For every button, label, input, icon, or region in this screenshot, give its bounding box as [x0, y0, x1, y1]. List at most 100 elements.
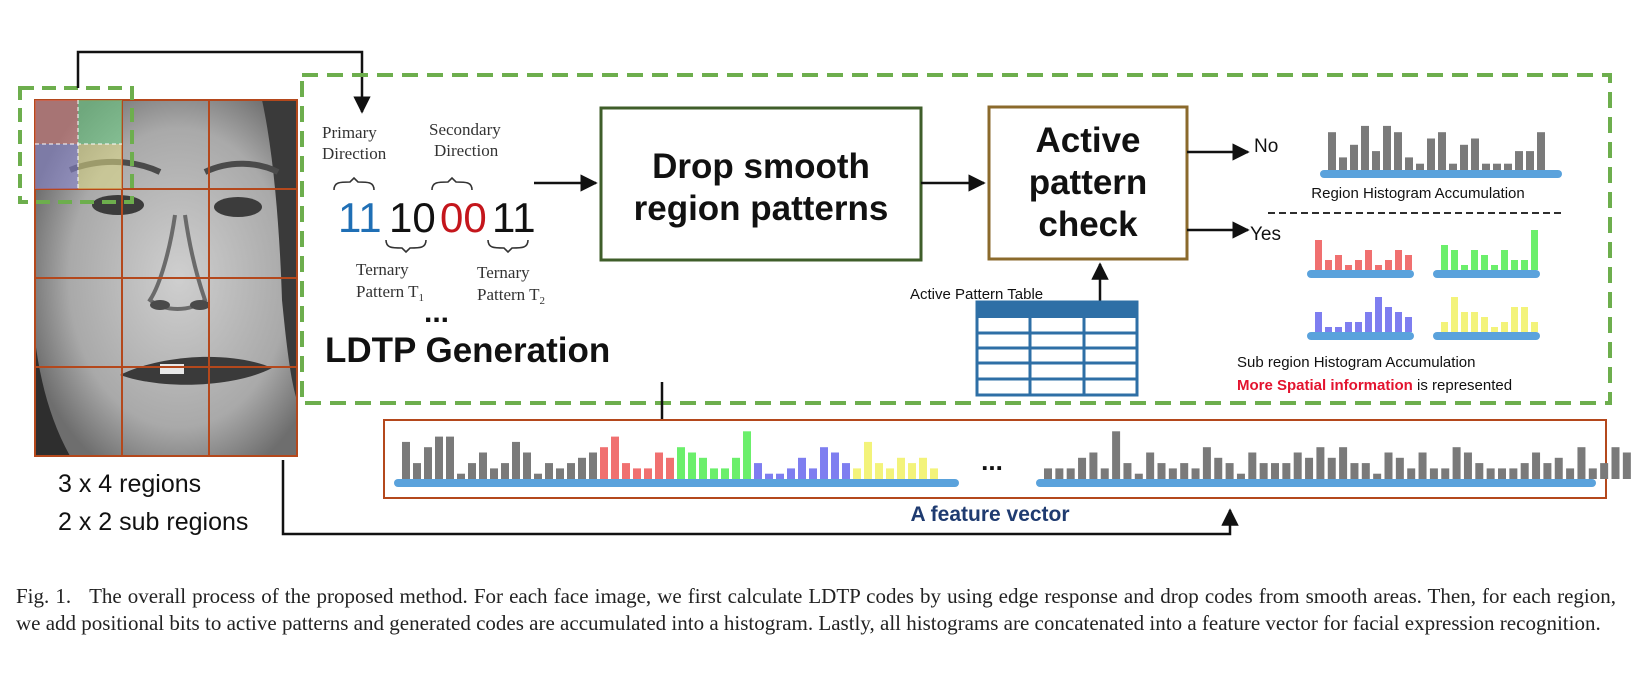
- feature-vector-segment-1-bar-10: [512, 441, 520, 479]
- ldtp-title: LDTP Generation: [325, 331, 610, 370]
- ternary-pattern-1-subscript: 1: [418, 292, 424, 304]
- region-histogram-bar-5: [1383, 125, 1391, 170]
- sub-histogram-4-bar-7: [1511, 307, 1518, 332]
- region-histogram-bar-13: [1471, 138, 1479, 170]
- region-histogram-bar-6: [1394, 132, 1402, 170]
- region-histogram-bar-19: [1537, 132, 1545, 170]
- feature-vector-segment-2-bar-41: [1509, 468, 1518, 479]
- sub-histogram-3-bar-9: [1405, 317, 1412, 332]
- feature-vector-segment-2-bar-7: [1123, 463, 1132, 479]
- spatial-note: More Spatial information is represented: [1237, 377, 1512, 394]
- caption-text: The overall process of the proposed meth…: [16, 584, 1616, 635]
- region-histogram-label: Region Histogram Accumulation: [1311, 185, 1524, 202]
- sub-histogram-2-bar-9: [1531, 230, 1538, 270]
- feature-vector-segment-1-bar-37: [809, 468, 817, 479]
- feature-vector-segment-2-bar-34: [1429, 468, 1438, 479]
- sub-histogram-4-bar-2: [1461, 312, 1468, 332]
- region-histogram-bar-15: [1493, 163, 1501, 170]
- feature-vector-segment-2-bar-38: [1475, 463, 1484, 479]
- region-histogram-bar-10: [1438, 132, 1446, 170]
- feature-vector-segment-2-bar-42: [1520, 463, 1529, 479]
- secondary-direction-label-1: Secondary: [429, 120, 501, 139]
- feature-vector-segment-2-bar-15: [1214, 457, 1223, 479]
- ternary-pattern-2-subscript: 2: [539, 295, 545, 307]
- feature-vector-segment-1-bar-39: [831, 452, 839, 479]
- region-histogram-bar-3: [1361, 125, 1369, 170]
- feature-vector-segment-2-bar-33: [1418, 452, 1427, 479]
- sub-region-dashed-box: [18, 86, 134, 204]
- ternary-pattern-2-line1: Ternary: [477, 263, 530, 282]
- feature-vector-segment-1-bar-8: [490, 468, 498, 479]
- sub-histogram-1-bar-4: [1355, 260, 1362, 270]
- region-histogram-bar-17: [1515, 151, 1523, 170]
- feature-vector-label: A feature vector: [910, 503, 1069, 526]
- feature-vector-segment-2-bar-6: [1112, 431, 1121, 479]
- sub-region-overlay: [18, 86, 134, 204]
- primary-direction-label-2: Direction: [322, 144, 387, 163]
- code-digit-group-4: 11: [492, 194, 536, 241]
- sub-histogram-4-bar-9: [1531, 322, 1538, 332]
- feature-vector-segment-1-bar-23: [655, 452, 663, 479]
- feature-vector-segment-1-bar-24: [666, 457, 674, 479]
- feature-vector-segment-1-bar-34: [776, 473, 784, 479]
- feature-vector-segment-1-bar-38: [820, 447, 828, 479]
- sub-histogram-4: [1433, 297, 1540, 340]
- sub-histogram-4-bar-0: [1441, 322, 1448, 332]
- sub-histogram-3-baseline: [1307, 332, 1414, 340]
- sub-histogram-2-baseline: [1433, 270, 1540, 278]
- feature-vector-segment-2-baseline: [1036, 479, 1596, 487]
- sub-histogram-4-bar-5: [1491, 327, 1498, 332]
- sub-histogram-1-bar-7: [1385, 260, 1392, 270]
- feature-vector-segment-2-bar-23: [1305, 457, 1314, 479]
- region-histogram-baseline: [1320, 170, 1562, 178]
- feature-vector-segment-1-bar-36: [798, 457, 806, 479]
- feature-vector-segment-2-bar-31: [1395, 457, 1404, 479]
- active-pattern-check-box: [987, 105, 1189, 261]
- sub-histogram-2-bar-5: [1491, 265, 1498, 270]
- feature-vector-segment-1-bar-7: [479, 452, 487, 479]
- sub-histogram-4-bar-4: [1481, 317, 1488, 332]
- feature-vector-segment-2-bar-2: [1066, 468, 1075, 479]
- sub-histogram-3-bar-4: [1355, 322, 1362, 332]
- ldtp-generation: Primary Direction Secondary Direction 11…: [322, 120, 610, 370]
- drop-smooth-box: [599, 106, 923, 262]
- secondary-direction-label-2: Direction: [434, 141, 499, 160]
- ternary-pattern-1-line1: Ternary: [356, 260, 409, 279]
- active-pattern-table: [975, 300, 1139, 397]
- figure-label: Fig. 1.: [16, 584, 72, 608]
- feature-vector-segment-2-bar-28: [1361, 463, 1370, 479]
- feature-vector-segment-2-bar-17: [1236, 473, 1245, 479]
- feature-vector-segment-1-bar-19: [611, 436, 619, 479]
- sub-histogram-2-bar-6: [1501, 250, 1508, 270]
- sub-histogram-3-bar-7: [1385, 307, 1392, 332]
- feature-vector-segment-2-bar-48: [1588, 468, 1597, 479]
- sub-histogram-1-bar-3: [1345, 265, 1352, 270]
- feature-vector-segment-1-bar-15: [567, 463, 575, 479]
- region-histogram-bar-8: [1416, 163, 1424, 170]
- sub-histogram-2-bar-7: [1511, 260, 1518, 270]
- feature-vector-segment-1-bar-4: [446, 436, 454, 479]
- check-line2: pattern: [1029, 163, 1148, 202]
- feature-vector-segment-1-bar-26: [688, 452, 696, 479]
- sub-histogram-4-bar-3: [1471, 312, 1478, 332]
- feature-vector-segment-2-bar-50: [1611, 447, 1620, 479]
- feature-vector-segment-1-bar-40: [842, 463, 850, 479]
- feature-vector-segment-1-bar-32: [754, 463, 762, 479]
- feature-vector-segment-2-bar-21: [1282, 463, 1291, 479]
- feature-vector-segment-1-bar-47: [919, 457, 927, 479]
- region-histogram-bar-2: [1350, 144, 1358, 170]
- spatial-note-highlight: More Spatial information: [1237, 377, 1413, 394]
- feature-vector-segment-2-bar-10: [1157, 463, 1166, 479]
- code-digit-group-2: 10: [389, 194, 436, 241]
- figure-caption: Fig. 1.The overall process of the propos…: [16, 583, 1616, 637]
- feature-vector-segment-1-bar-31: [743, 431, 751, 479]
- sub-histogram-2-bar-4: [1481, 255, 1488, 270]
- feature-vector-segment-2-bar-12: [1180, 463, 1189, 479]
- feature-vector-segment-2-bar-24: [1316, 447, 1325, 479]
- feature-vector-segment-2-bar-51: [1622, 452, 1631, 479]
- feature-vector-segment-2-bar-45: [1554, 457, 1563, 479]
- sub-histogram-1-bar-8: [1395, 250, 1402, 270]
- feature-vector-segment-1-bar-13: [545, 463, 553, 479]
- feature-vector-segment-1-bar-2: [424, 447, 432, 479]
- feature-vector-segment-1-baseline: [394, 479, 959, 487]
